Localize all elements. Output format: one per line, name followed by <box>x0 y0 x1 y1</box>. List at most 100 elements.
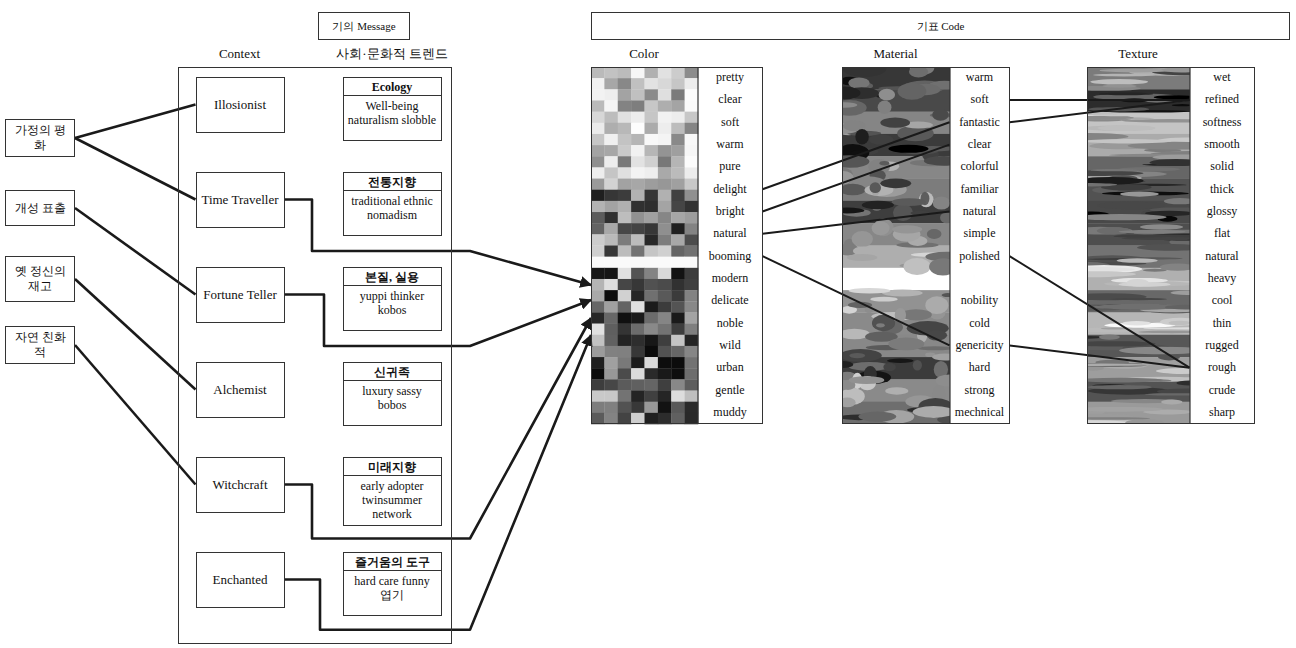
code-term: clear <box>698 89 763 111</box>
node-label: solid <box>1210 159 1233 174</box>
code-term: delicate <box>698 290 763 312</box>
code-term: familiar <box>950 178 1010 200</box>
trend-terms: Well-being naturalism slobble <box>344 96 441 131</box>
context-box: Fortune Teller <box>196 267 285 323</box>
node-label: clear <box>718 92 741 107</box>
code-term: natural <box>1190 245 1255 267</box>
trend-heading: 전통지향 <box>344 173 441 191</box>
code-term: crude <box>1190 379 1255 401</box>
code-term: glossy <box>1190 200 1255 222</box>
panel-frame: Colorprettyclearsoftwarmpuredelightbrigh… <box>591 67 763 424</box>
trend-box: 본질, 실용yuppi thinker kobos <box>343 267 442 331</box>
node-label: crude <box>1209 383 1236 398</box>
node-label: booming <box>709 249 752 264</box>
trend-heading: Ecology <box>344 78 441 96</box>
node-label: fantastic <box>959 115 1000 130</box>
connector <box>763 212 950 234</box>
trend-box: 미래지향early adopter twinsummer network <box>343 457 442 526</box>
node-label: 옛 정신의 재고 <box>10 264 70 294</box>
node-label: genericity <box>956 338 1004 353</box>
code-term: solid <box>1190 156 1255 178</box>
code-term: flat <box>1190 223 1255 245</box>
node-label: urban <box>716 360 743 375</box>
node-label: familiar <box>961 182 999 197</box>
node-label: clear <box>968 137 991 152</box>
panel-heading: Color <box>554 46 734 62</box>
trend-box: 전통지향traditional ethnic nomadism <box>343 172 442 236</box>
code-term: gentle <box>698 379 763 401</box>
theme-box: 개성 표출 <box>5 190 75 226</box>
panel-heading: 사회·문화적 트렌드 <box>302 46 482 62</box>
node-label: soft <box>971 92 989 107</box>
node-label: 가정의 평화 <box>10 123 70 153</box>
code-term: smooth <box>1190 133 1255 155</box>
code-term: heavy <box>1190 267 1255 289</box>
node-label: wild <box>719 338 740 353</box>
code-term: booming <box>698 245 763 267</box>
context-box: Time Traveller <box>196 172 285 228</box>
context-box: Alchemist <box>196 362 285 418</box>
node-label: cold <box>969 316 990 331</box>
node-label: smooth <box>1204 137 1239 152</box>
node-label: 개성 표출 <box>15 201 66 216</box>
code-term: soft <box>698 111 763 133</box>
connector <box>285 318 592 539</box>
node-label: mechnical <box>955 405 1004 420</box>
code-term: wet <box>1190 67 1255 89</box>
trend-terms: yuppi thinker kobos <box>344 286 441 321</box>
theme-box: 옛 정신의 재고 <box>5 256 75 302</box>
node-label: flat <box>1214 226 1230 241</box>
panel-heading: Material <box>806 46 986 62</box>
code-term: clear <box>950 133 1010 155</box>
connector <box>1010 256 1190 368</box>
code-term: pretty <box>698 67 763 89</box>
trend-terms: traditional ethnic nomadism <box>344 191 441 226</box>
code-term: sharp <box>1190 401 1255 423</box>
connector <box>285 335 592 630</box>
node-label: refined <box>1205 92 1239 107</box>
header-box: 기의 Message <box>318 12 410 40</box>
node-label: Alchemist <box>213 382 266 398</box>
node-label: simple <box>964 226 996 241</box>
column-divider <box>698 67 1190 424</box>
trend-terms: luxury sassy bobos <box>344 381 441 416</box>
node-label: thin <box>1213 316 1232 331</box>
trend-heading: 즐거움의 도구 <box>344 553 441 571</box>
code-term: softness <box>1190 111 1255 133</box>
material-photos <box>842 67 950 424</box>
code-term: hard <box>950 357 1010 379</box>
context-box: Witchcraft <box>196 457 285 513</box>
code-term: modern <box>698 267 763 289</box>
node-label: natural <box>713 226 746 241</box>
trend-heading: 신귀족 <box>344 363 441 381</box>
code-term: thin <box>1190 312 1255 334</box>
panel-frame: Materialwarmsoftfantasticclearcolorfulfa… <box>842 67 1010 424</box>
context-box: Enchanted <box>196 552 285 608</box>
context-box: Illosionist <box>196 77 285 133</box>
code-term: cool <box>1190 290 1255 312</box>
node-label: natural <box>963 204 996 219</box>
node-label: Illosionist <box>214 97 266 113</box>
node-label: sharp <box>1209 405 1235 420</box>
trend-heading: 본질, 실용 <box>344 268 441 286</box>
node-label: 기의 Message <box>332 19 395 34</box>
code-term: noble <box>698 312 763 334</box>
node-label: hard <box>969 360 990 375</box>
trend-box: 신귀족luxury sassy bobos <box>343 362 442 426</box>
node-label: glossy <box>1207 204 1238 219</box>
code-term: colorful <box>950 156 1010 178</box>
connector <box>763 145 950 212</box>
connector <box>763 256 950 345</box>
code-term: cold <box>950 312 1010 334</box>
node-label: rugged <box>1205 338 1238 353</box>
code-term: warm <box>698 133 763 155</box>
code-term: wild <box>698 334 763 356</box>
panel-heading: Context <box>150 46 330 62</box>
node-label: gentle <box>715 383 744 398</box>
trend-terms: hard care funny 엽기 <box>344 571 441 606</box>
code-term: strong <box>950 379 1010 401</box>
node-label: softness <box>1203 115 1242 130</box>
connector <box>763 122 950 189</box>
node-label: natural <box>1205 249 1238 264</box>
trend-terms: early adopter twinsummer network <box>344 476 441 525</box>
